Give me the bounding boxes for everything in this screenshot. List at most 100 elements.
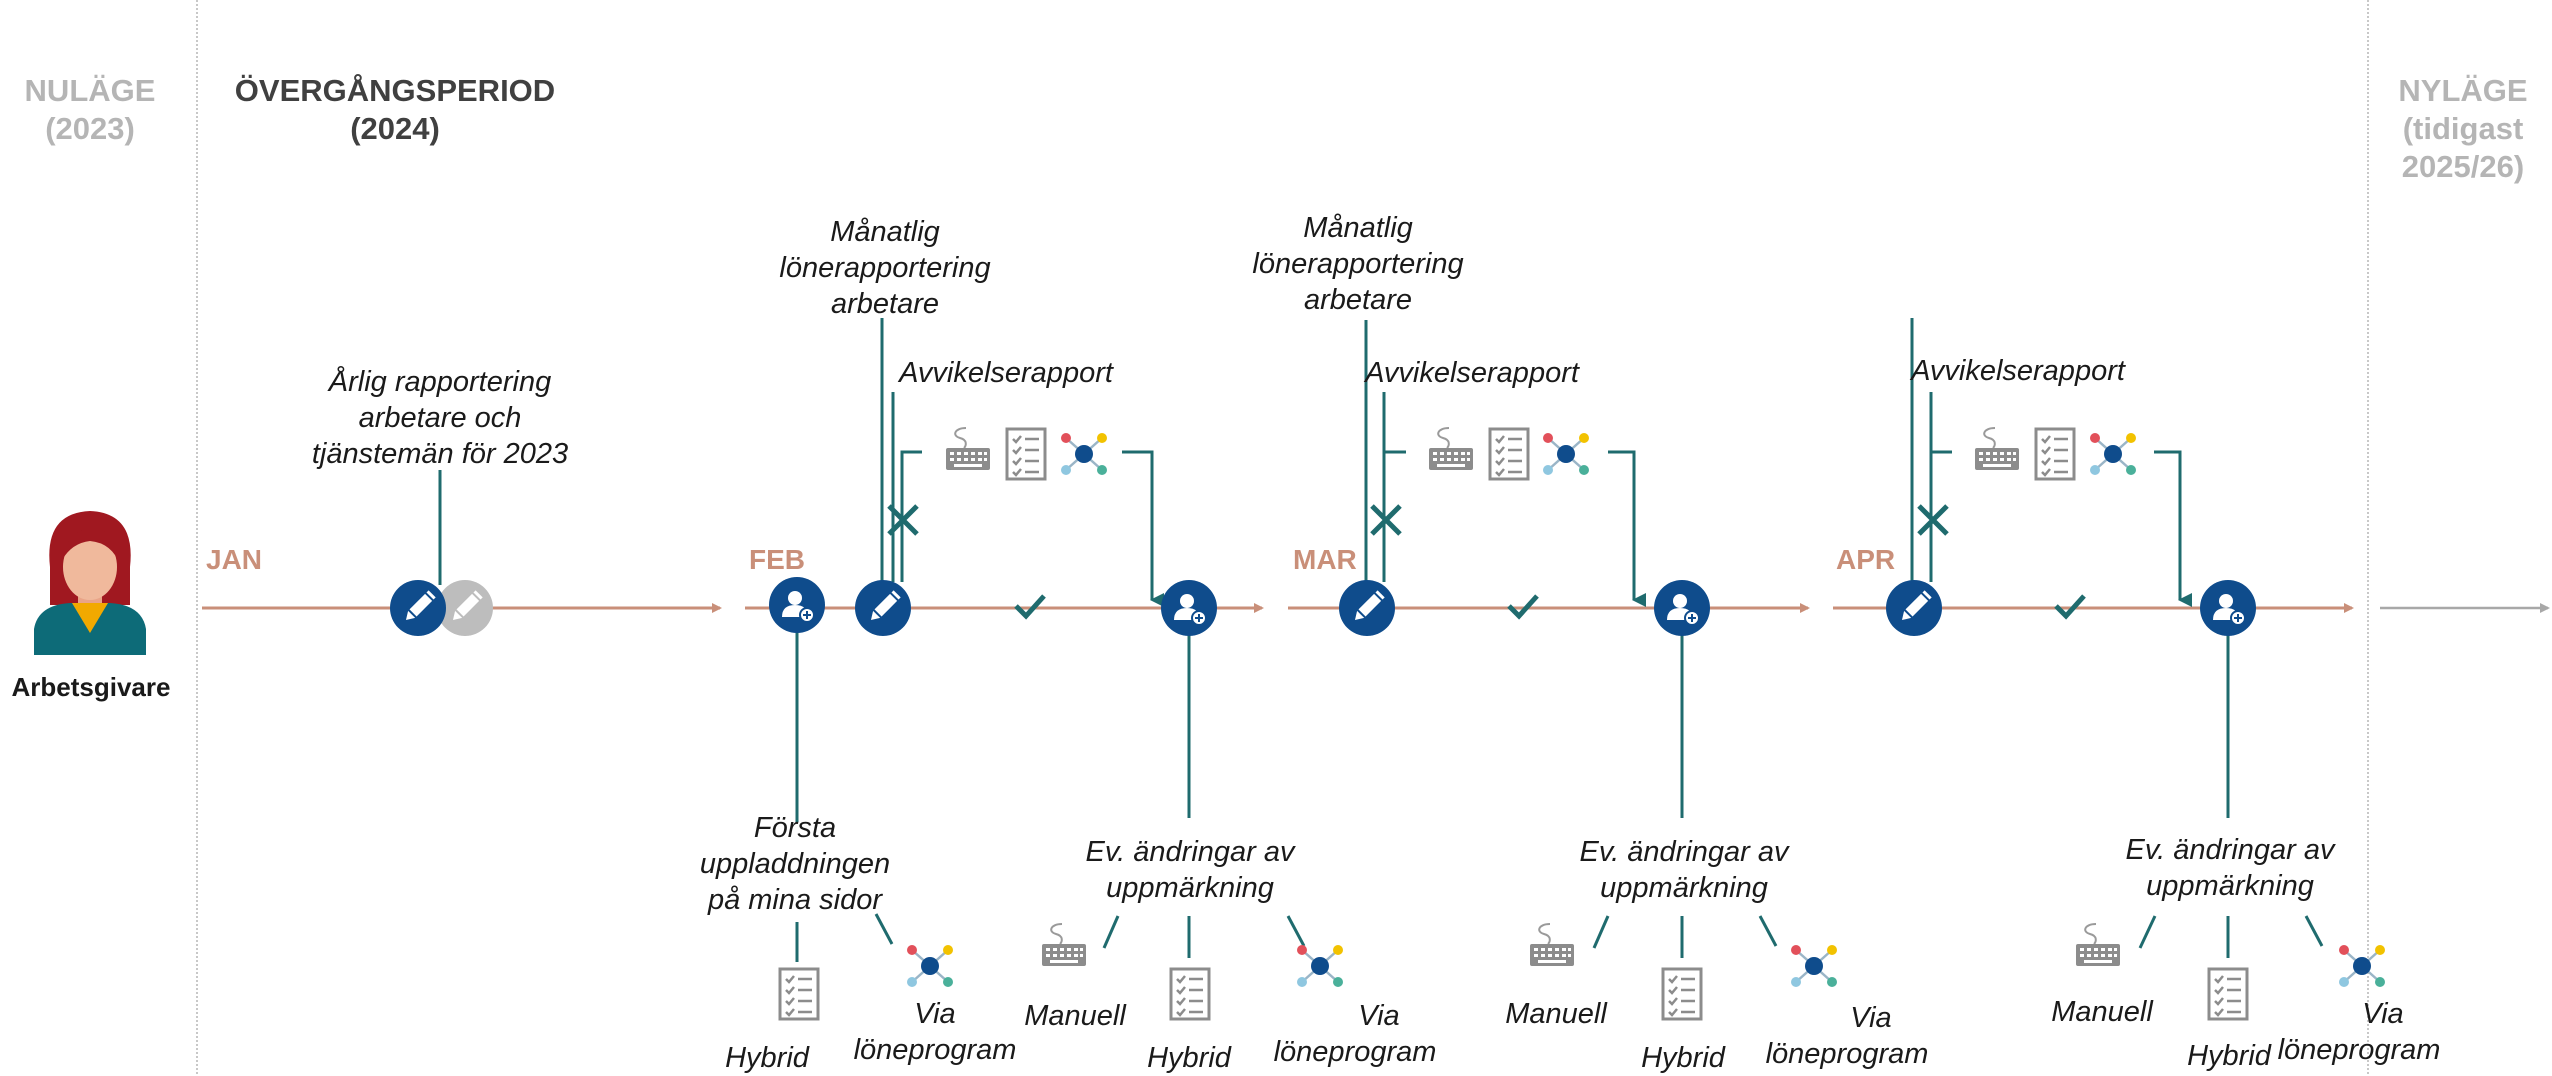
changes-label-apr: Ev. ändringar av uppmärkning	[2080, 832, 2380, 904]
changes-line-1: Ev. ändringar av	[1085, 836, 1295, 868]
via-payroll-label-mar: Via löneprogram	[1752, 1000, 1942, 1072]
checkmark-icon	[1016, 596, 1044, 616]
month-jan: JAN	[206, 544, 263, 575]
pencil-icon	[1339, 580, 1395, 636]
manual-label-mar: Manuell	[1505, 998, 1607, 1030]
monthly-reporting-label-feb: Månatlig lönerapportering arbetare	[735, 214, 1035, 322]
upload-person-icon	[768, 576, 826, 634]
changes-line-1: Ev. ändringar av	[1579, 836, 1789, 868]
month-apr: APR	[1836, 544, 1896, 575]
deviation-report-label-mar: Avvikelserapport	[1365, 357, 1579, 389]
divider-right	[2367, 0, 2369, 1074]
monthly-line-3: arbetare	[1303, 284, 1412, 316]
period-future-sub2: 2025/26)	[2401, 149, 2525, 184]
hybrid-label-apr: Hybrid	[2187, 1040, 2271, 1072]
changes-line-1: Ev. ändringar av	[2125, 834, 2335, 866]
monthly-line-1: Månatlig	[830, 216, 940, 248]
checkmark-icon	[1509, 596, 1537, 616]
first-upload-label: Första uppladdningen på mina sidor	[640, 810, 950, 918]
first-upload-line-3: på mina sidor	[707, 884, 883, 916]
changes-line-2: uppmärkning	[1600, 872, 1768, 904]
keyboard-icon	[1974, 427, 2020, 471]
manual-label-apr: Manuell	[2051, 996, 2153, 1028]
first-upload-line-2: uppladdningen	[699, 848, 891, 880]
annual-line-2: arbetare och	[358, 402, 522, 434]
pencil-icon	[855, 580, 911, 636]
checklist-icon	[778, 967, 820, 1021]
network-icon	[2088, 431, 2138, 477]
employer-avatar-icon	[28, 505, 152, 655]
via-line-1: Via	[1358, 1000, 1400, 1032]
via-line-1: Via	[1850, 1002, 1892, 1034]
monthly-line-1: Månatlig	[1303, 212, 1413, 244]
period-transition-label: ÖVERGÅNGSPERIOD	[234, 73, 556, 108]
period-current: NULÄGE (2023)	[10, 72, 170, 148]
via-line-2: löneprogram	[1273, 1036, 1437, 1068]
upload-person-icon	[2199, 579, 2257, 637]
checklist-icon	[1661, 967, 1703, 1021]
hybrid-label-mar: Hybrid	[1641, 1042, 1725, 1074]
cross-icon	[1372, 506, 1400, 534]
via-line-2: löneprogram	[1765, 1038, 1929, 1070]
annual-line-1: Årlig rapportering	[328, 366, 552, 398]
keyboard-icon	[1428, 427, 1474, 471]
period-future-label: NYLÄGE	[2398, 73, 2528, 108]
via-payroll-label-feb: Via löneprogram	[1260, 998, 1450, 1070]
via-line-2: löneprogram	[2277, 1034, 2441, 1066]
changes-line-2: uppmärkning	[1106, 872, 1274, 904]
period-current-sub: (2023)	[45, 111, 135, 146]
checklist-icon	[1488, 427, 1530, 481]
month-feb: FEB	[749, 544, 805, 575]
changes-label-feb: Ev. ändringar av uppmärkning	[1040, 834, 1340, 906]
deviation-report-label-apr: Avvikelserapport	[1911, 355, 2125, 387]
period-transition: ÖVERGÅNGSPERIOD (2024)	[200, 72, 590, 148]
network-icon	[905, 943, 955, 989]
upload-person-icon	[1160, 579, 1218, 637]
month-mar: MAR	[1293, 544, 1357, 575]
via-line-1: Via	[2362, 998, 2404, 1030]
manual-label-feb: Manuell	[1024, 1000, 1126, 1032]
upload-person-icon	[1653, 579, 1711, 637]
annual-line-3: tjänstemän för 2023	[311, 438, 569, 470]
via-payroll-label-first: Via löneprogram	[840, 996, 1030, 1068]
monthly-line-3: arbetare	[830, 288, 939, 320]
hybrid-label-first: Hybrid	[725, 1042, 809, 1074]
via-line-1: Via	[914, 998, 956, 1030]
period-future-sub1: (tidigast	[2402, 111, 2524, 146]
changes-label-mar: Ev. ändringar av uppmärkning	[1534, 834, 1834, 906]
deviation-report-label-feb: Avvikelserapport	[899, 357, 1113, 389]
annual-reporting-label: Årlig rapportering arbetare och tjänstem…	[290, 364, 590, 472]
checklist-icon	[2207, 967, 2249, 1021]
monthly-line-2: lönerapportering	[779, 252, 991, 284]
keyboard-icon	[2075, 923, 2121, 967]
network-icon	[1059, 431, 1109, 477]
pencil-icon	[390, 580, 446, 636]
network-icon	[1789, 943, 1839, 989]
keyboard-icon	[1041, 923, 1087, 967]
checkmark-icon	[2056, 596, 2084, 616]
connectors	[438, 318, 2324, 962]
network-icon	[1295, 943, 1345, 989]
network-icon	[1541, 431, 1591, 477]
changes-line-2: uppmärkning	[2146, 870, 2314, 902]
via-payroll-label-apr: Via löneprogram	[2264, 996, 2454, 1068]
first-upload-line-1: Första	[753, 812, 837, 844]
checklist-icon	[1005, 427, 1047, 481]
period-current-label: NULÄGE	[24, 73, 156, 108]
monthly-reporting-label-mar: Månatlig lönerapportering arbetare	[1208, 210, 1508, 318]
employer-label: Arbetsgivare	[11, 672, 171, 702]
checklist-icon	[2034, 427, 2076, 481]
hybrid-label-feb: Hybrid	[1147, 1042, 1231, 1074]
via-line-2: löneprogram	[853, 1034, 1017, 1066]
monthly-line-2: lönerapportering	[1252, 248, 1464, 280]
cross-icon	[1919, 506, 1947, 534]
pencil-icon	[1886, 580, 1942, 636]
keyboard-icon	[945, 427, 991, 471]
network-icon	[2337, 943, 2387, 989]
checklist-icon	[1169, 967, 1211, 1021]
period-future: NYLÄGE (tidigast 2025/26)	[2374, 72, 2552, 186]
divider-left	[196, 0, 198, 1074]
period-transition-sub: (2024)	[350, 111, 440, 146]
keyboard-icon	[1529, 923, 1575, 967]
